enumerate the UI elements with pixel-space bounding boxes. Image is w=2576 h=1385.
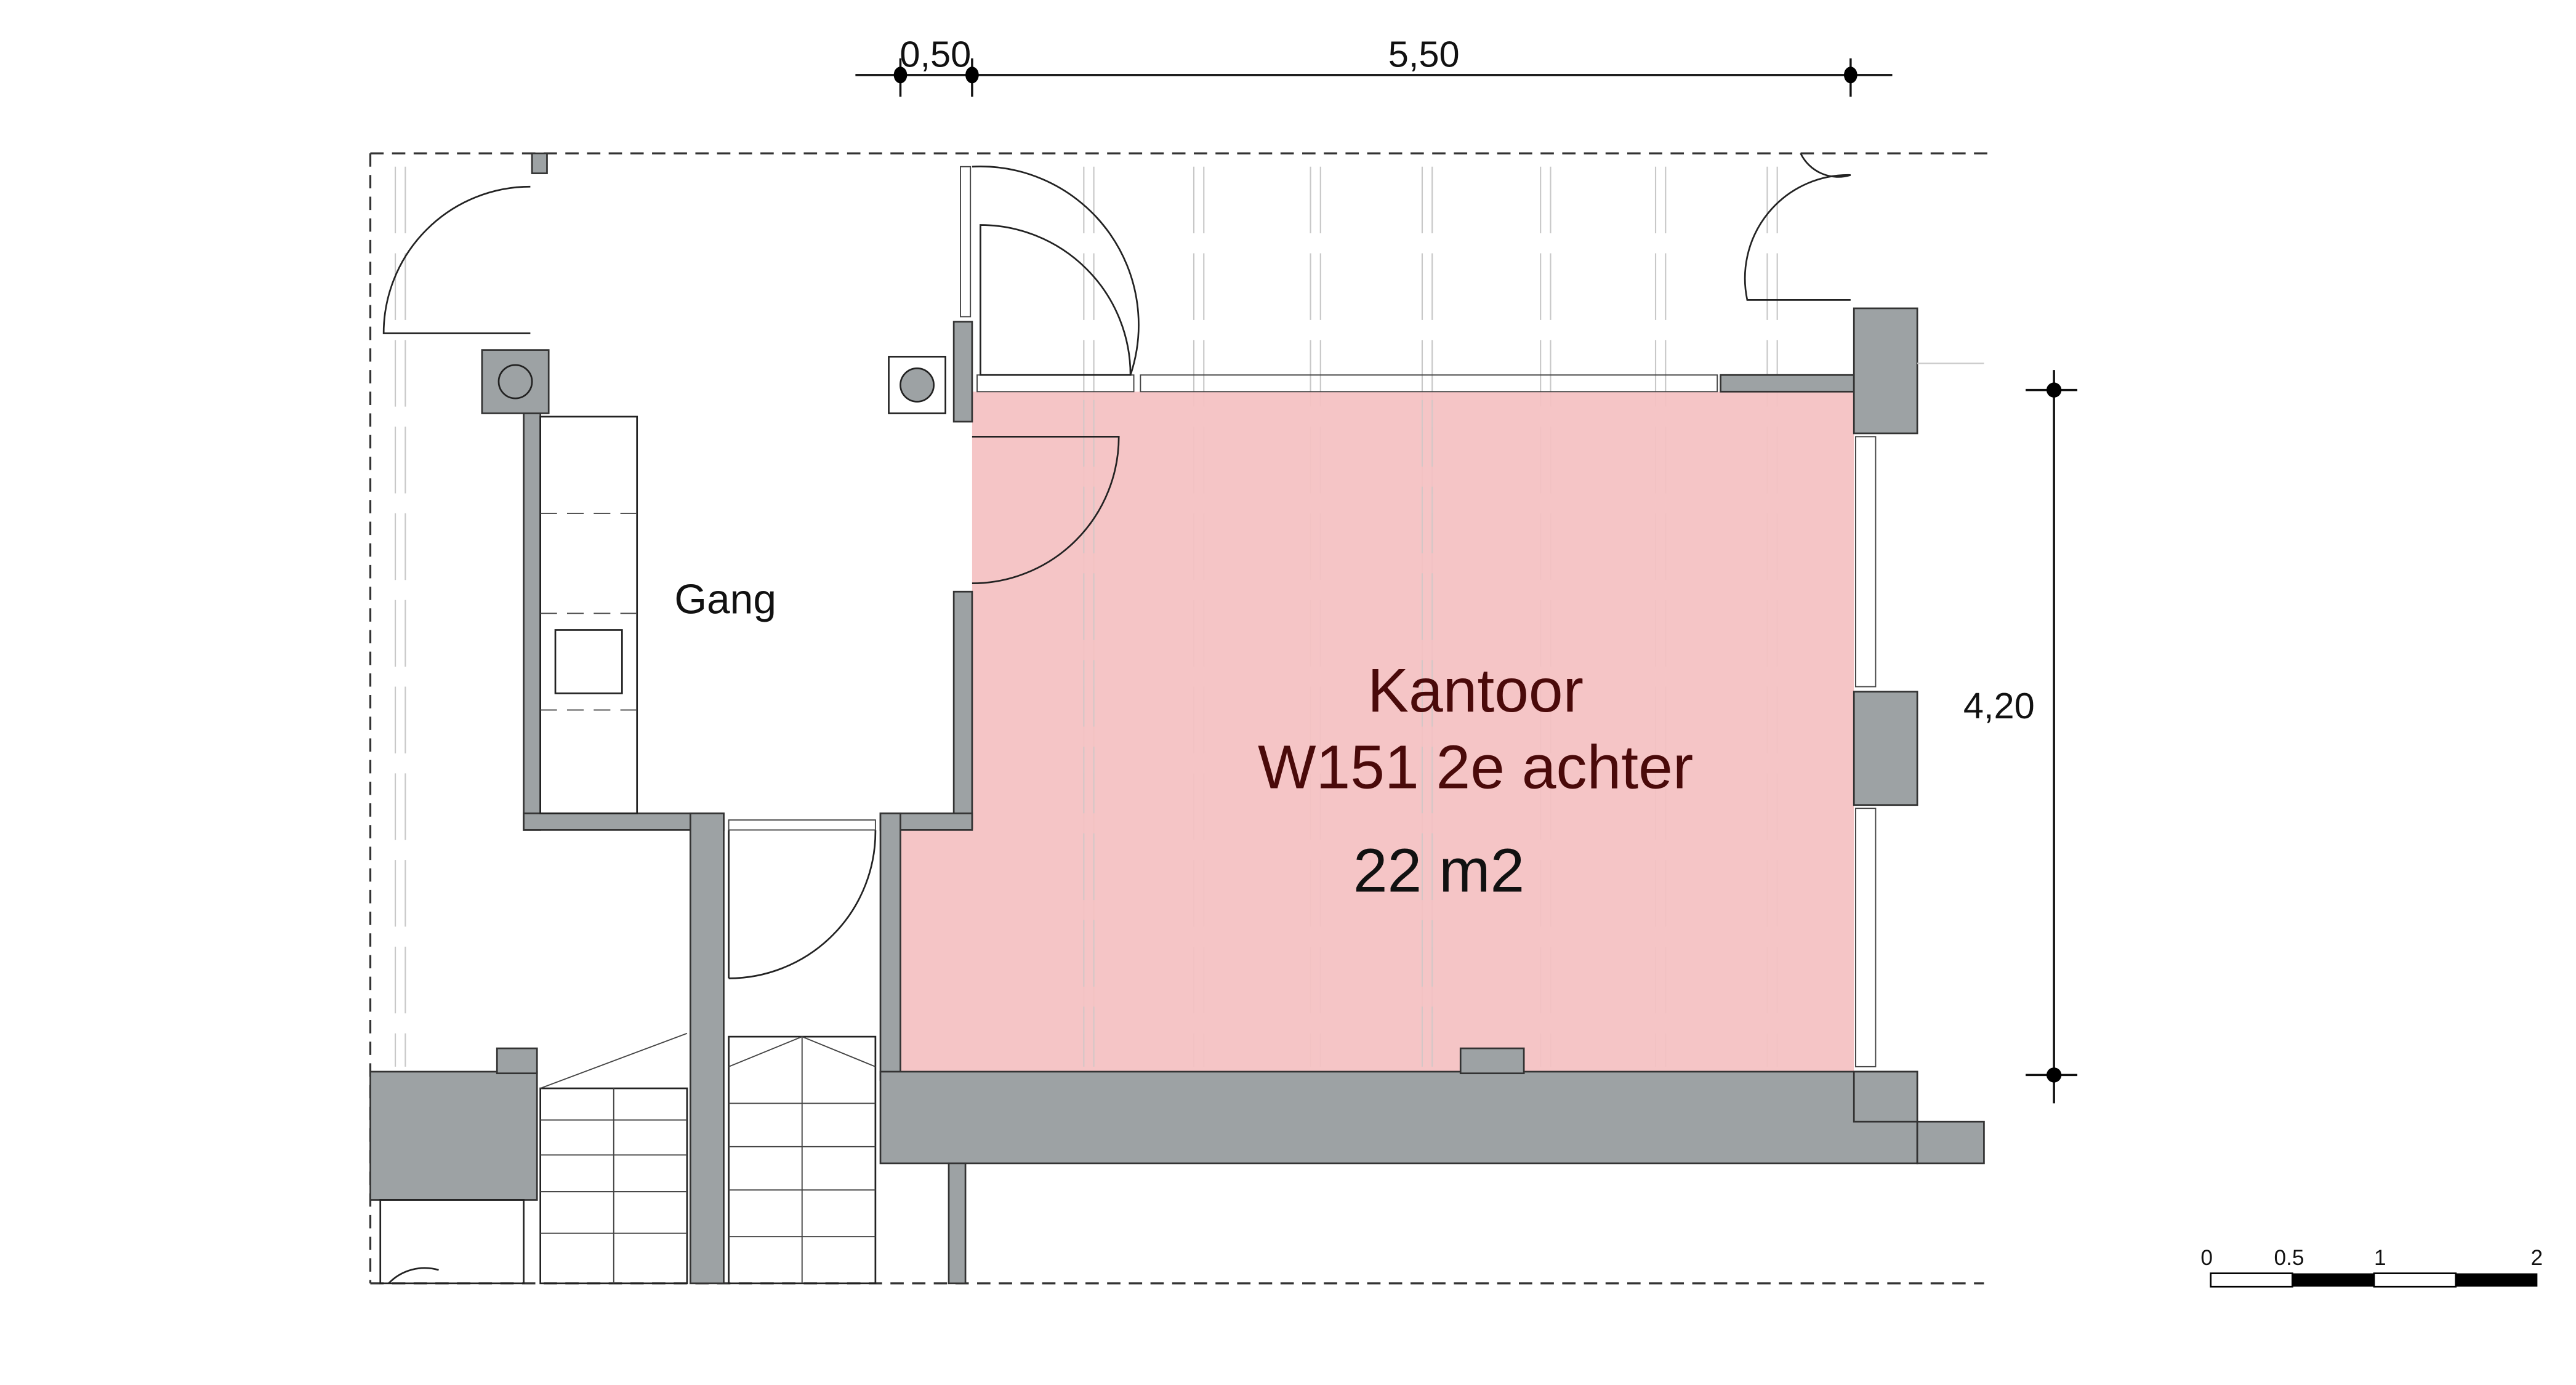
stairs [379, 1032, 877, 1285]
scale-tick-0: 0 [2200, 1246, 2213, 1270]
gang-label: Gang [674, 576, 776, 622]
windows [976, 374, 1877, 1067]
kantoor-room-fill[interactable] [900, 391, 1854, 1072]
dimension-right [1917, 363, 2078, 1104]
kantoor-code: W151 2e achter [1258, 733, 1693, 802]
scale-tick-1: 1 [2374, 1246, 2386, 1270]
kitchen-counter [539, 416, 638, 814]
scale-tick-2: 2 [2531, 1246, 2543, 1270]
walls [369, 152, 1985, 1285]
kantoor-name: Kantoor [1367, 656, 1584, 725]
dimension-top-large: 5,50 [1388, 33, 1460, 74]
ventilation-shafts [497, 356, 946, 414]
scale-bar [2210, 1272, 2538, 1288]
dimension-top [855, 58, 1893, 97]
dimension-right-label: 4,20 [1963, 685, 2035, 726]
kantoor-area: 22 m2 [1353, 837, 1524, 905]
scale-tick-05: 0.5 [2274, 1246, 2304, 1270]
doors [382, 153, 1851, 979]
ceiling-grid-room [1083, 399, 1433, 1067]
dimension-top-small: 0,50 [900, 33, 971, 74]
